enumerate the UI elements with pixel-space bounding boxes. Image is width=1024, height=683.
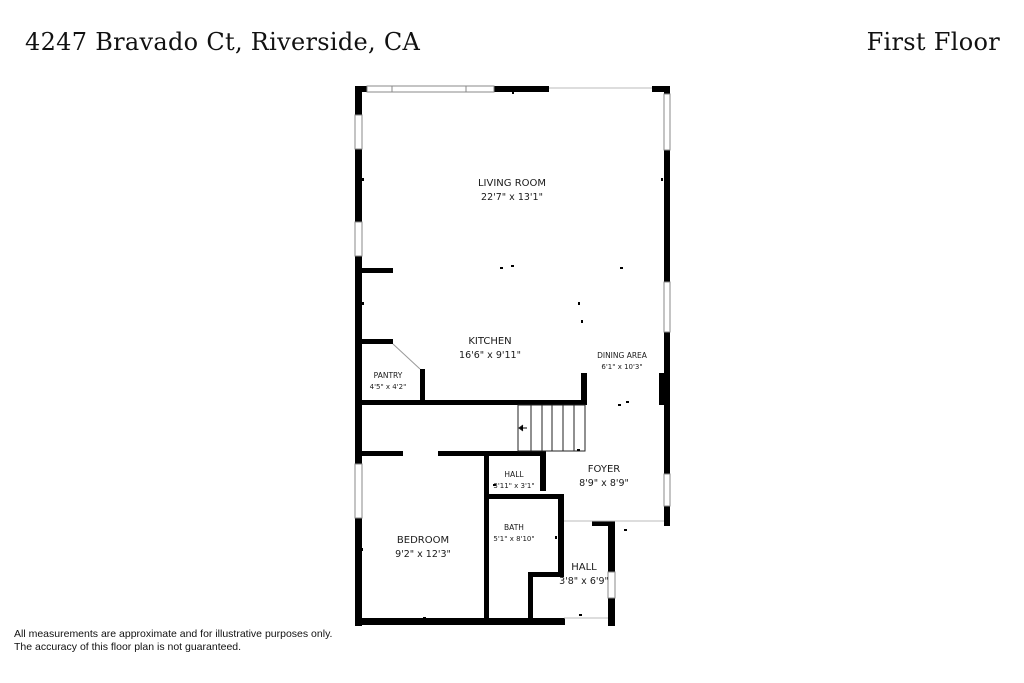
hall-lower-dims: 3'8" x 6'9" [559,576,609,587]
living-room-dims: 22'7" x 13'1" [481,192,543,203]
window-right-1 [663,93,671,151]
bath-name: BATH [504,523,524,532]
hall-upper-dims: 3'11" x 3'1" [493,482,534,490]
wall-closet-left [528,572,533,622]
dining-area-name: DINING AREA [597,351,648,360]
wall-pantry-right [420,369,425,404]
foyer-name: FOYER [588,464,621,475]
thin-lines [549,87,664,619]
wall-corridor-left [355,451,403,456]
bedroom-name: BEDROOM [397,535,449,546]
wall-left-outer [355,86,362,626]
disclaimer: All measurements are approximate and for… [14,628,332,654]
dining-area-dims: 6'1" x 10'3" [601,363,642,371]
disclaimer-line-1: All measurements are approximate and for… [14,628,333,640]
wall-closet-top [528,572,564,577]
window-left-1 [354,114,363,150]
wall-bottom [355,618,565,625]
wall-bath-right [558,494,564,576]
windows [354,85,671,599]
living-room-name: LIVING ROOM [478,178,546,189]
window-left-2 [354,221,363,257]
window-top [366,85,495,93]
kitchen-dims: 16'6" x 9'11" [459,350,521,361]
window-hall [607,571,616,599]
hall-upper-name: HALL [504,470,524,479]
window-right-2 [663,281,671,333]
bath-dims: 5'1" x 8'10" [493,535,534,543]
wall-top-left [355,86,367,92]
bedroom-dims: 9'2" x 12'3" [395,549,451,560]
wall-pantry-top [355,339,393,344]
wall-living-stub [355,268,393,273]
wall-stairs-right [540,451,546,491]
wall-bath-top [484,494,564,499]
wall-corridor-right [438,451,546,456]
wall-hall-top [592,521,615,526]
wall-kitchen-bottom [355,400,587,405]
pantry-door [392,343,421,370]
disclaimer-line-2: The accuracy of this floor plan is not g… [14,641,242,653]
tick-marks [361,91,663,619]
foyer-dims: 8'9" x 8'9" [579,478,629,489]
window-right-3 [663,473,671,507]
hall-lower-name: HALL [571,562,597,573]
wall-top-right [652,86,670,92]
pantry-dims: 4'5" x 4'2" [370,383,407,391]
window-bedroom [354,463,363,519]
wall-top-mid [494,86,549,92]
property-address: 4247 Bravado Ct, Riverside, CA [25,28,421,56]
room-labels: LIVING ROOM 22'7" x 13'1" KITCHEN 16'6" … [370,178,648,587]
pantry-name: PANTRY [374,371,403,380]
kitchen-name: KITCHEN [468,336,511,347]
stairs [517,404,586,452]
wall-right-jog [659,373,665,405]
floor-label: First Floor [866,28,1000,56]
wall-kitchen-peninsula [581,373,587,405]
